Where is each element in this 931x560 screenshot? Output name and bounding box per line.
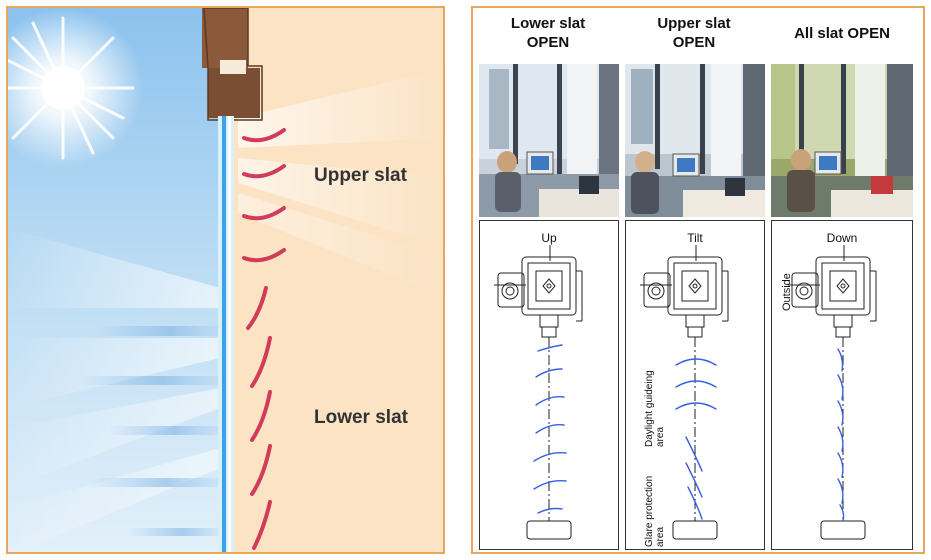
blue-slats-tilt [675,358,717,520]
sun-icon [8,8,143,168]
outside-label: Outside [781,273,793,311]
mode-label-up: Up [541,231,557,245]
office-photo-upper-open [625,64,765,217]
blind-section-tilt [640,245,729,540]
mode-label-tilt: Tilt [687,231,703,245]
mode-label-down: Down [826,231,858,245]
glass-pane [218,116,234,552]
blue-slats-down [837,348,845,522]
glare-protection-area-label: Glare protection area [644,475,666,547]
blue-slats-up [533,344,567,514]
blind-section-down [788,245,877,540]
upper-slat-label: Upper slat [314,165,407,186]
column-header-upper-open: Upper slat OPEN [657,15,731,51]
window-frame [202,8,263,121]
office-photo-all-open [771,64,913,217]
office-photo-lower-open [479,64,619,217]
lower-slat-label: Lower slat [314,407,408,428]
window-scene [8,8,443,552]
daylight-guiding-area-label: Daylight guideing area [644,370,666,447]
slat-diagram-down: Down [771,220,913,550]
upper-slats [242,128,286,263]
slat-diagram-up: Up [479,220,619,550]
window-illustration: Upper slat Lower slat [6,6,445,554]
slat-mode-comparison: Lower slat OPEN Upper slat OPEN All slat… [471,6,925,554]
column-header-lower-open: Lower slat OPEN [510,15,586,51]
column-header-all-open: All slat OPEN [794,25,890,42]
slat-diagram-tilt: Tilt [625,220,765,550]
lower-slats [246,286,272,550]
blind-section-up [494,245,583,540]
